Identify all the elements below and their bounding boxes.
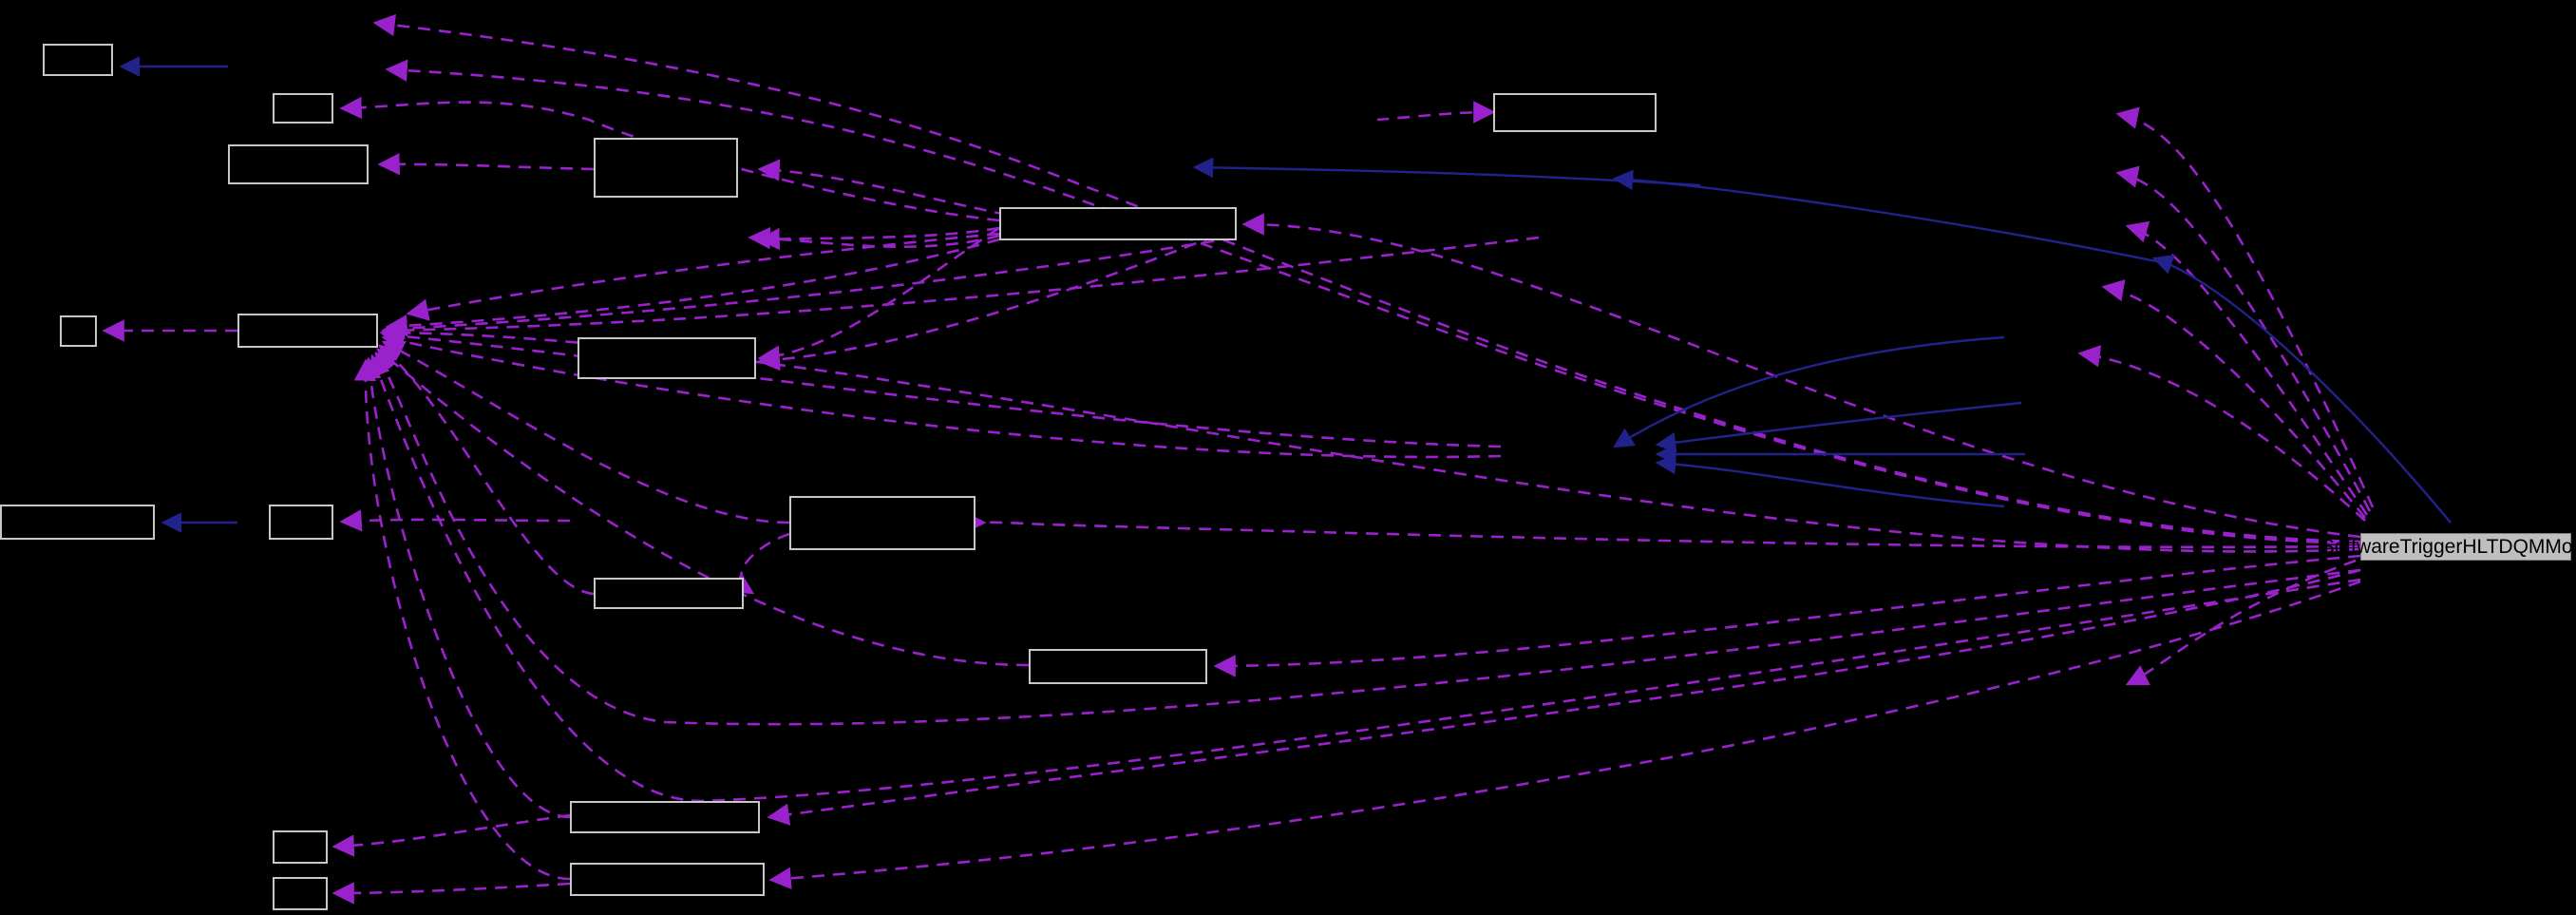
graph-node[interactable] (273, 830, 328, 864)
graph-node[interactable] (594, 138, 738, 198)
graph-node[interactable] (570, 863, 765, 896)
focus-node-software-trigger-hltdqm-module[interactable]: SoftwareTriggerHLTDQMModule (2321, 533, 2576, 561)
graph-node[interactable] (570, 801, 760, 833)
graph-node[interactable] (237, 314, 378, 348)
graph-node[interactable] (999, 207, 1237, 240)
graph-node[interactable] (578, 337, 756, 379)
graph-node[interactable] (60, 315, 97, 347)
caller-edge-group (102, 13, 2375, 905)
graph-node[interactable] (789, 496, 975, 550)
graph-node[interactable] (273, 93, 333, 124)
graph-node[interactable] (594, 578, 744, 609)
graph-node[interactable] (43, 44, 113, 76)
graph-node[interactable] (228, 144, 369, 184)
inherit-edge-group (119, 56, 2452, 533)
graph-node[interactable] (1493, 93, 1657, 132)
graph-node[interactable] (273, 877, 328, 910)
graph-node[interactable] (1029, 649, 1207, 684)
graph-node[interactable] (0, 505, 155, 540)
graph-node[interactable] (269, 505, 333, 540)
